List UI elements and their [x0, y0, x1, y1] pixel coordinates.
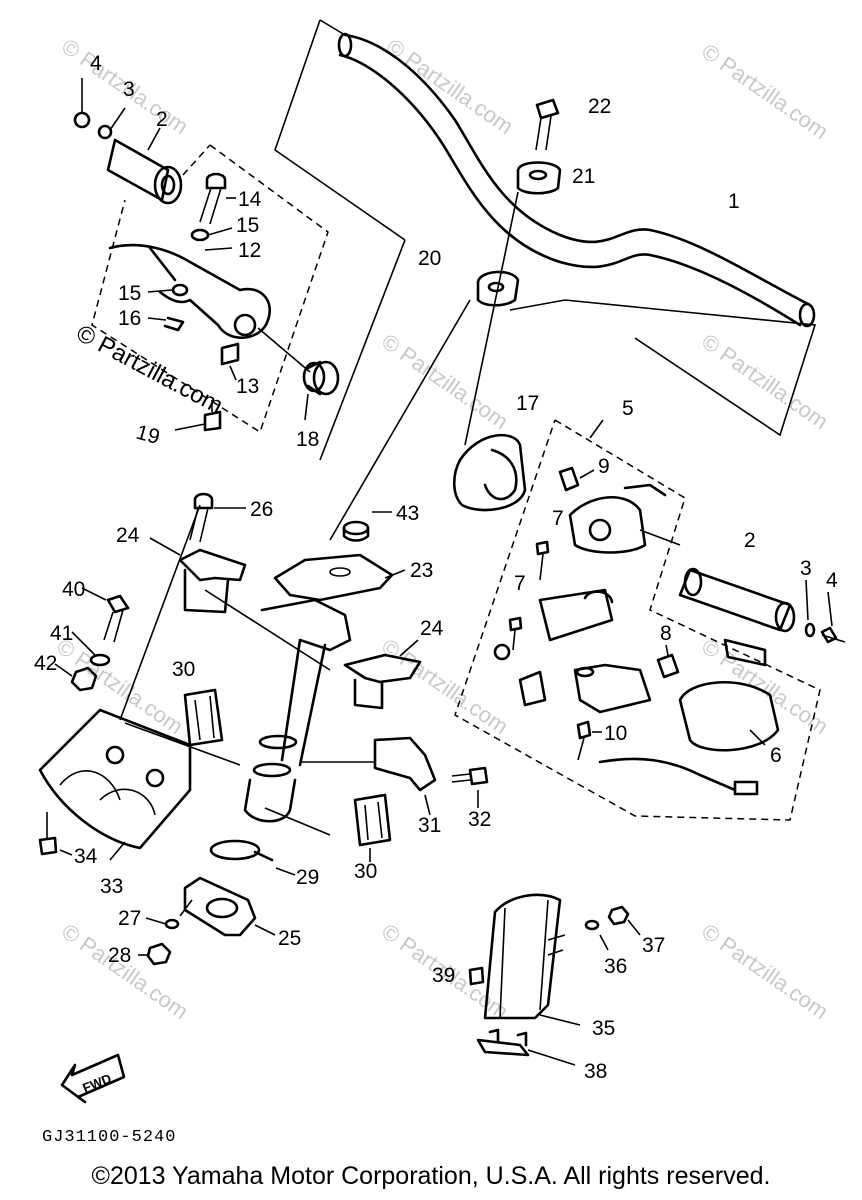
label-27: 27 [118, 907, 141, 930]
label-32: 32 [468, 808, 491, 831]
label-19: 19 [134, 421, 163, 449]
watermark: © Partzilla.com [697, 39, 833, 145]
label-38: 38 [584, 1060, 607, 1083]
label-6: 6 [770, 744, 782, 767]
label-28: 28 [108, 944, 131, 967]
label-37: 37 [642, 934, 665, 957]
label-31: 31 [418, 814, 441, 837]
label-5: 5 [622, 397, 634, 420]
label-25: 25 [278, 927, 301, 950]
label-26: 26 [250, 498, 273, 521]
label-29: 29 [296, 866, 319, 889]
label-39: 39 [432, 964, 455, 987]
label-1: 1 [728, 190, 740, 213]
watermarks: © Partzilla.com © Partzilla.com © Partzi… [52, 34, 833, 1025]
fwd-arrow-icon: FWD [60, 1053, 126, 1104]
label-30: 30 [172, 658, 195, 681]
label-41: 41 [50, 622, 73, 645]
label-33: 33 [100, 875, 123, 898]
part-labels: 1 2 2 3 3 4 4 5 6 7 7 8 9 10 12 13 14 15… [34, 52, 838, 1083]
clamp-parts [464, 98, 562, 446]
label-3: 3 [800, 557, 812, 580]
side-watermark: © Partzilla.com [72, 320, 227, 420]
left-lower-parts [38, 587, 224, 861]
right-control-group [452, 419, 846, 821]
label-15: 15 [236, 214, 259, 237]
diagram-code: GJ31100-5240 [42, 1128, 177, 1147]
label-22: 22 [588, 95, 611, 118]
steering-column [119, 239, 471, 836]
watermark: © Partzilla.com [697, 919, 833, 1025]
label-17: 17 [516, 392, 539, 415]
lower-right-parts [468, 893, 641, 1066]
label-14: 14 [238, 188, 262, 211]
label-8: 8 [660, 622, 672, 645]
label-42: 42 [34, 652, 57, 675]
label-34: 34 [74, 845, 98, 868]
label-10: 10 [604, 722, 627, 745]
watermark: © Partzilla.com [52, 634, 188, 740]
label-2: 2 [156, 108, 168, 131]
watermark: © Partzilla.com [697, 329, 833, 435]
label-18: 18 [296, 428, 319, 451]
copyright-notice: ©2013 Yamaha Motor Corporation, U.S.A. A… [91, 1162, 771, 1190]
left-control-group [73, 78, 340, 434]
handlebar-part [274, 19, 817, 437]
label-2: 2 [744, 529, 756, 552]
label-12: 12 [238, 239, 261, 262]
label-4: 4 [90, 52, 102, 75]
label-7: 7 [552, 507, 564, 530]
watermark: © Partzilla.com [382, 34, 518, 140]
label-30: 30 [354, 860, 377, 883]
label-3: 3 [123, 78, 135, 101]
label-9: 9 [598, 455, 610, 478]
label-13: 13 [236, 375, 259, 398]
watermark: © Partzilla.com [57, 919, 193, 1025]
label-16: 16 [118, 307, 141, 330]
label-40: 40 [62, 578, 85, 601]
label-15: 15 [118, 282, 141, 305]
label-43: 43 [396, 502, 419, 525]
label-35: 35 [592, 1017, 615, 1040]
watermark: © Partzilla.com [377, 329, 513, 435]
center-lower-parts [138, 736, 489, 966]
label-7: 7 [514, 572, 526, 595]
label-21: 21 [572, 165, 595, 188]
label-36: 36 [604, 955, 627, 978]
label-24: 24 [420, 617, 444, 640]
label-24: 24 [116, 524, 140, 547]
watermark: © Partzilla.com [377, 634, 513, 740]
label-20: 20 [418, 247, 441, 270]
label-4: 4 [826, 569, 838, 592]
label-23: 23 [410, 559, 433, 582]
fwd-label: FWD [80, 1071, 113, 1096]
